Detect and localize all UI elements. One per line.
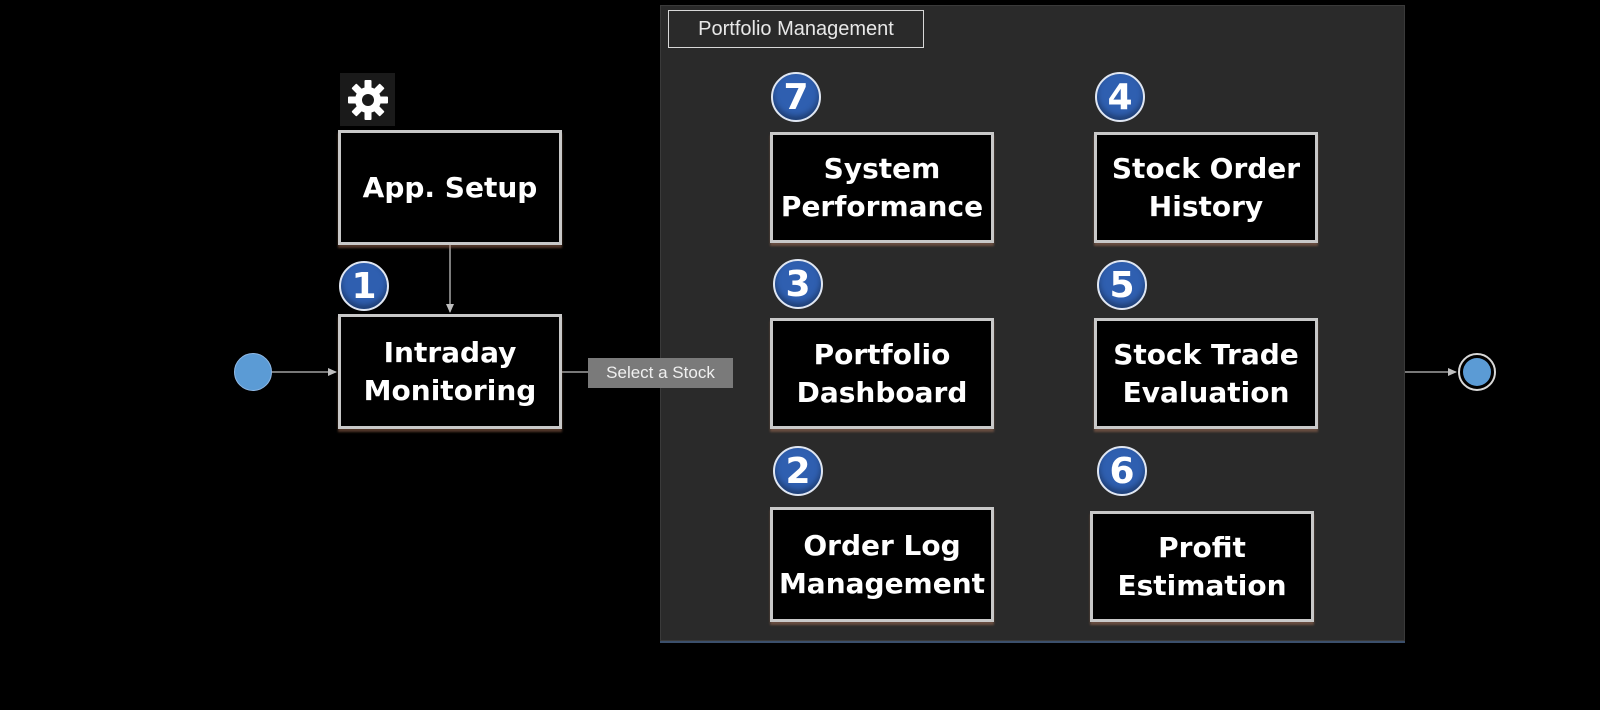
end-node-core	[1463, 358, 1491, 386]
step-badge-4: 4	[1095, 72, 1145, 122]
node-system-performance: System Performance	[770, 132, 994, 243]
edge-label-select-stock: Select a Stock	[588, 358, 733, 388]
node-stock-order-history: Stock Order History	[1094, 132, 1318, 243]
node-intraday-monitoring-label: Intraday Monitoring	[363, 335, 537, 407]
step-badge-5: 5	[1097, 260, 1147, 310]
step-badge-6: 6	[1097, 446, 1147, 496]
node-system-performance-label: System Performance	[780, 151, 984, 223]
step-badge-7: 7	[771, 72, 821, 122]
step-badge-2: 2	[773, 446, 823, 496]
step-badge-3: 3	[773, 259, 823, 309]
node-intraday-monitoring: Intraday Monitoring	[338, 314, 562, 429]
panel-title: Portfolio Management	[668, 10, 924, 48]
end-node	[1458, 353, 1496, 391]
node-order-log-management-label: Order Log Management	[778, 528, 986, 600]
node-profit-estimation-label: Profit Estimation	[1117, 530, 1287, 602]
node-stock-trade-evaluation: Stock Trade Evaluation	[1094, 318, 1318, 429]
node-portfolio-dashboard: Portfolio Dashboard	[770, 318, 994, 429]
node-stock-order-history-label: Stock Order History	[1111, 151, 1301, 223]
node-app-setup-label: App. Setup	[362, 170, 538, 204]
node-profit-estimation: Profit Estimation	[1090, 511, 1314, 622]
gear-icon-graphic	[347, 79, 388, 120]
node-order-log-management: Order Log Management	[770, 507, 994, 622]
gear-icon	[340, 73, 395, 126]
node-stock-trade-evaluation-label: Stock Trade Evaluation	[1113, 337, 1299, 409]
node-portfolio-dashboard-label: Portfolio Dashboard	[796, 337, 968, 409]
step-badge-1: 1	[339, 261, 389, 311]
node-app-setup: App. Setup	[338, 130, 562, 245]
start-node	[234, 353, 272, 391]
